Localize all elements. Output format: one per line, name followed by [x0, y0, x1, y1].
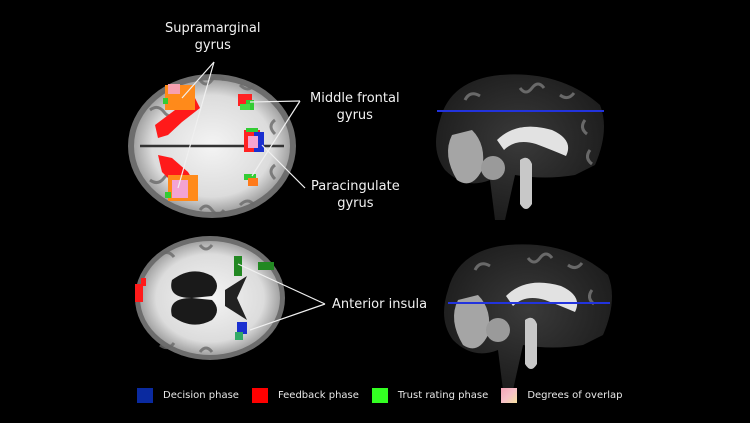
top-sagittal-brain	[436, 74, 604, 220]
legend-label: Trust rating phase	[397, 390, 489, 401]
paracingulate-gyrus-label: Paracingulate gyrus	[311, 178, 400, 212]
middle-frontal-gyrus-label: Middle frontal gyrus	[310, 90, 400, 124]
anterior-insula-label: Anterior insula	[332, 297, 428, 312]
legend: Decision phase Feedback phase Trust rati…	[137, 388, 635, 403]
trust-swatch-icon	[371, 388, 388, 403]
bottom-sagittal-brain	[444, 244, 612, 390]
legend-label: Degrees of overlap	[527, 390, 623, 401]
legend-label: Feedback phase	[277, 390, 359, 401]
overlap-swatch-icon	[501, 388, 518, 403]
paracingulate-line-2: gyrus	[337, 196, 374, 211]
legend-item-overlap: Degrees of overlap	[501, 388, 622, 403]
decision-swatch-icon	[137, 388, 153, 403]
pointer-lines	[177, 61, 326, 331]
bottom-axial-brain	[135, 236, 285, 360]
legend-label: Decision phase	[163, 390, 239, 401]
supramarginal-gyrus-label: Supramarginal gyrus	[165, 20, 260, 54]
supramarginal-line-2: gyrus	[194, 38, 231, 53]
supramarginal-line-1: Supramarginal	[165, 21, 261, 36]
middle-frontal-line-2: gyrus	[336, 108, 373, 123]
legend-item-trust: Trust rating phase	[371, 388, 489, 403]
legend-item-feedback: Feedback phase	[251, 388, 359, 403]
paracingulate-line-1: Paracingulate	[311, 179, 400, 194]
middle-frontal-line-1: Middle frontal	[310, 91, 400, 106]
feedback-swatch-icon	[251, 388, 268, 403]
top-axial-brain	[128, 74, 296, 218]
legend-item-decision: Decision phase	[137, 388, 239, 403]
